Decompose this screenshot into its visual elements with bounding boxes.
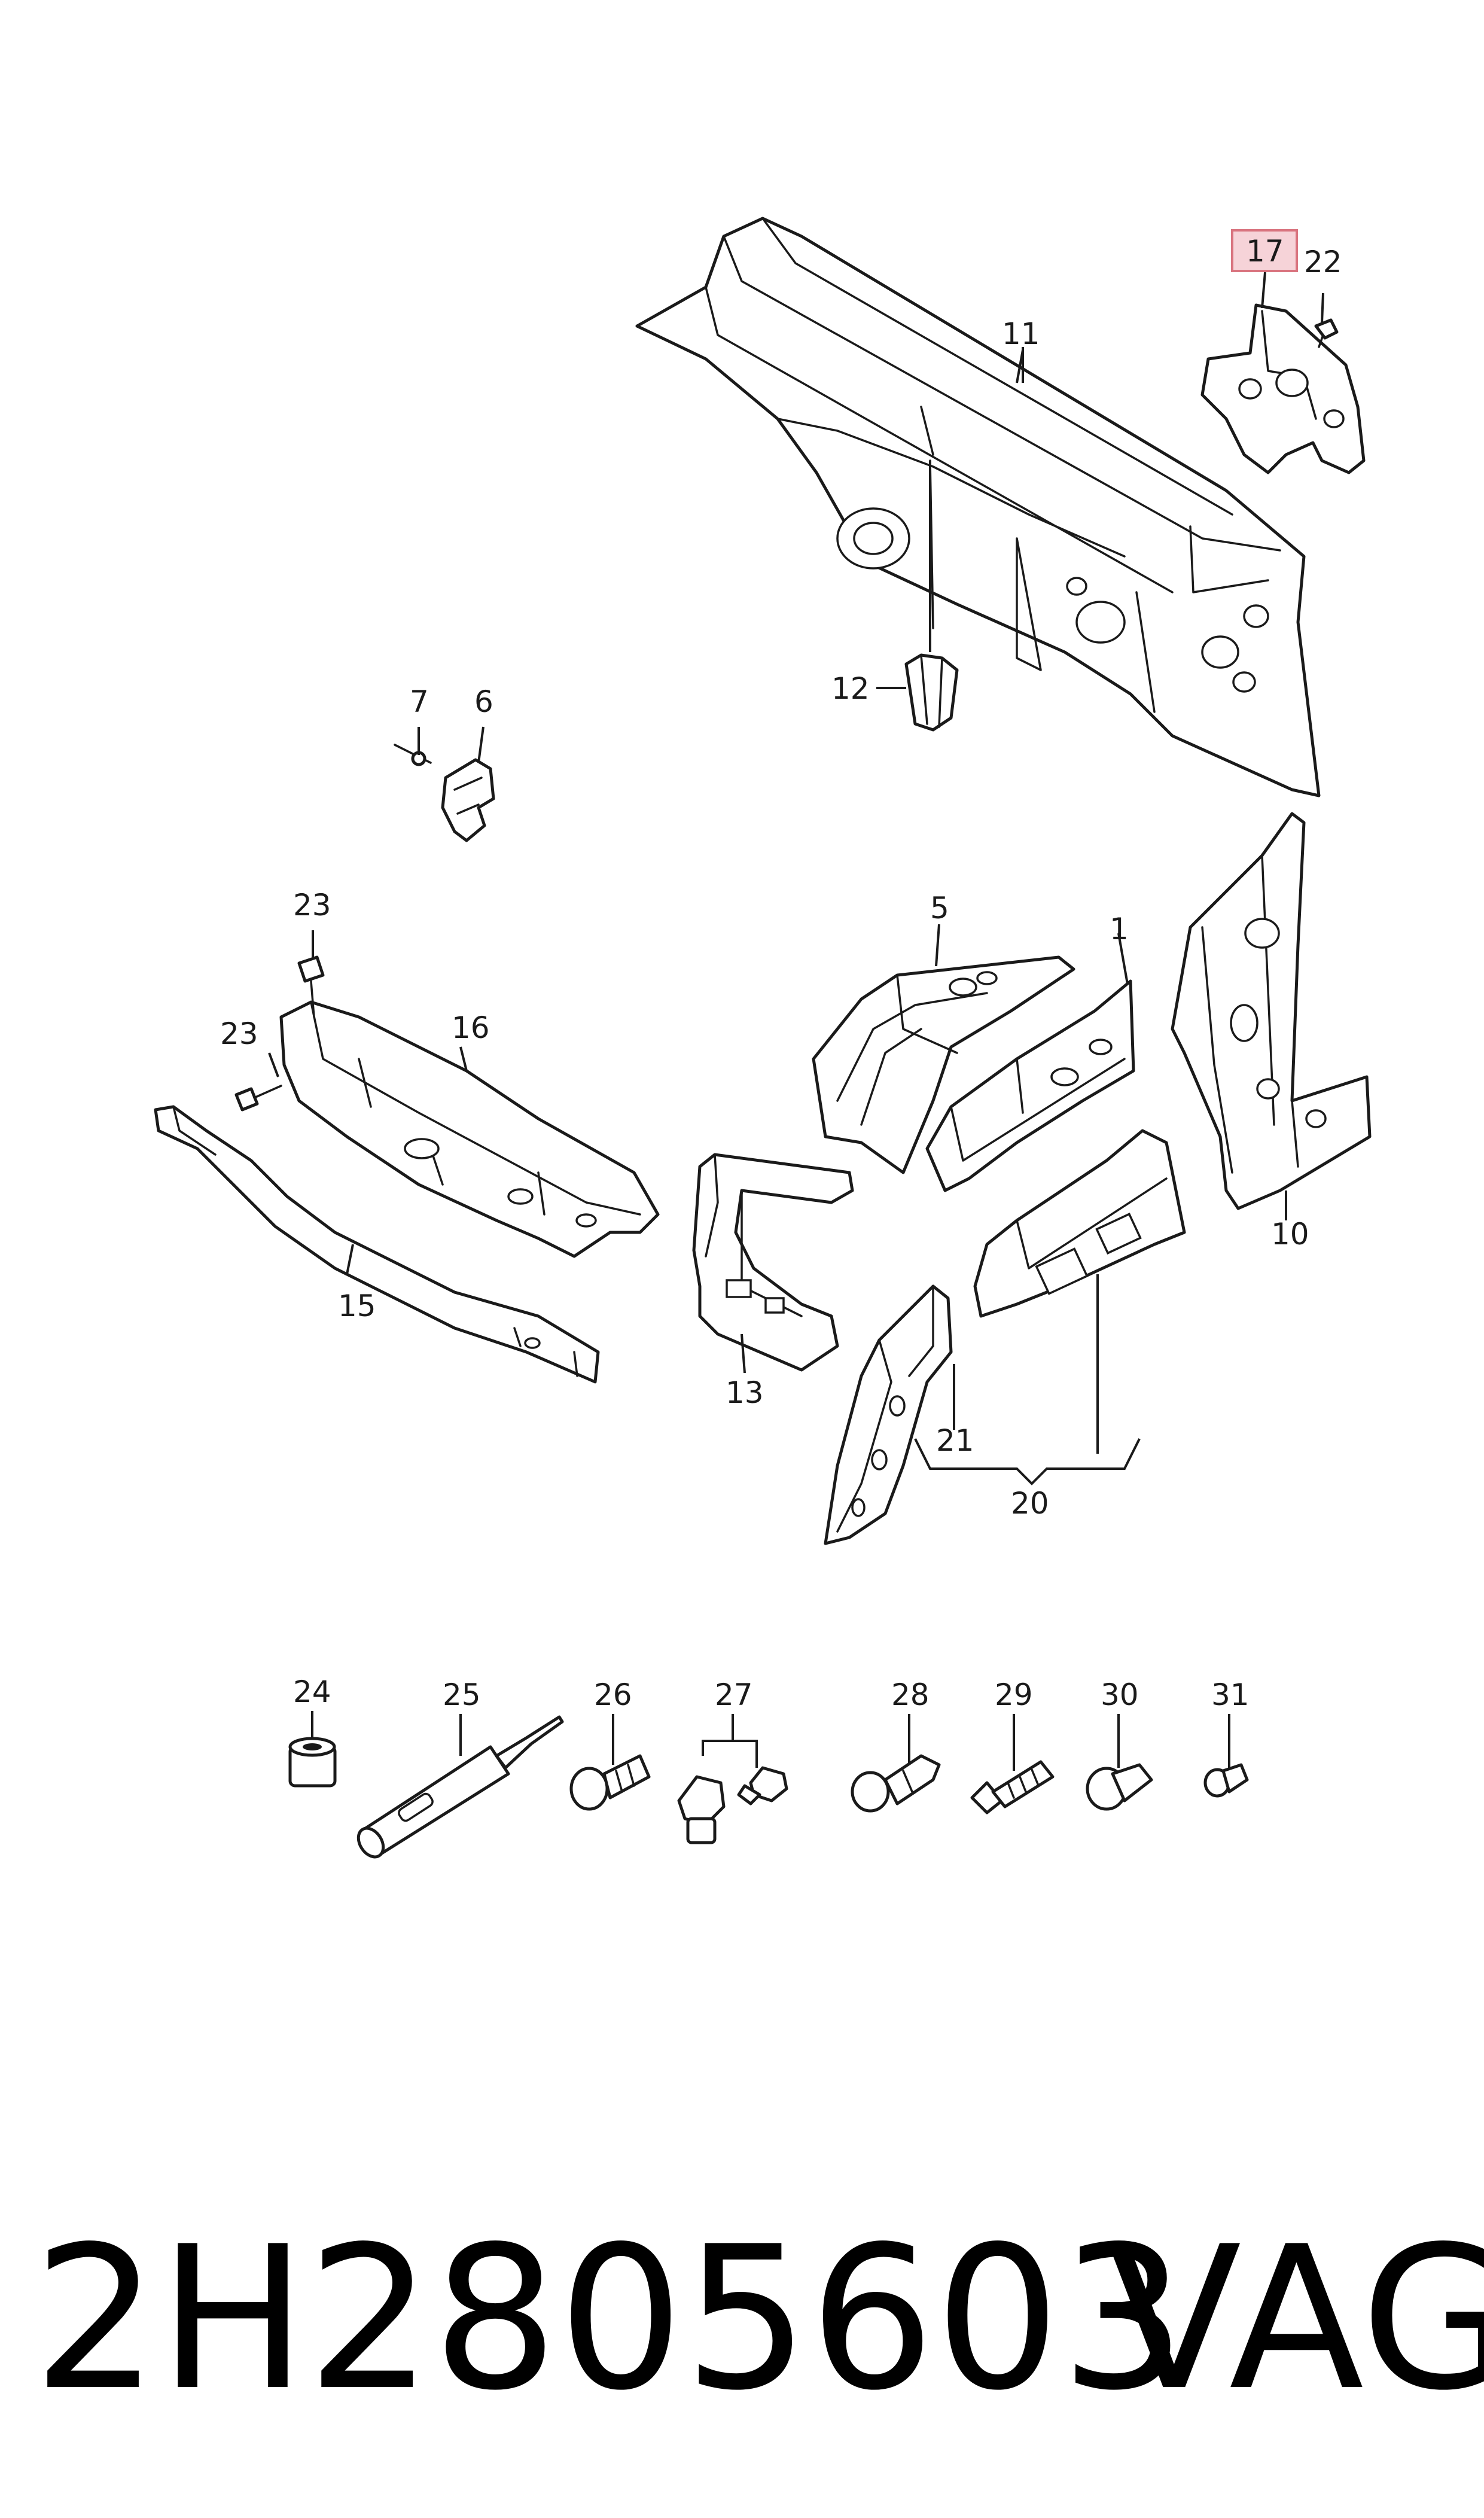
part-12-clip	[904, 653, 959, 732]
part-28-rivet	[851, 1754, 941, 1813]
callout-24: 24	[293, 1674, 331, 1709]
callout-30: 30	[1101, 1677, 1139, 1712]
part-15-rail	[154, 1105, 600, 1384]
part-10-pillar	[1171, 812, 1372, 1210]
part-21-reinforcement	[824, 1284, 953, 1545]
callout-23-upper: 23	[293, 888, 331, 922]
part-1-side-member	[925, 979, 1135, 1192]
part-23-bolt-upper	[297, 955, 325, 1018]
part-29-screw	[970, 1760, 1055, 1814]
callout-labels: 11 17 22 12 7 6 23 23 16 5 1 10 15 13 21…	[220, 234, 1342, 1712]
callout-22: 22	[1304, 245, 1342, 279]
callout-21: 21	[936, 1423, 974, 1458]
highlight-box-17	[1231, 229, 1298, 272]
callout-26: 26	[594, 1677, 632, 1712]
callout-7: 7	[410, 684, 429, 719]
part-26-clip	[569, 1754, 651, 1811]
part-25-tube	[356, 1715, 564, 1859]
part-27-nut	[677, 1775, 726, 1844]
part-6-bracket	[441, 758, 495, 842]
callout-11: 11	[1002, 316, 1040, 351]
brand-label: VAG	[1107, 2204, 1484, 2434]
callout-5: 5	[930, 891, 949, 925]
part-number: 2H2805603	[33, 2204, 1186, 2434]
callout-23-left: 23	[220, 1016, 258, 1051]
callout-28: 28	[891, 1677, 930, 1712]
footer: 2H2805603 VAG	[33, 2204, 1484, 2434]
callout-29: 29	[995, 1677, 1033, 1712]
part-17-bracket	[1200, 303, 1366, 474]
part-31-nut	[1203, 1763, 1249, 1798]
callout-17: 17	[1246, 234, 1284, 269]
leader-lines	[268, 272, 1324, 1771]
part-20-reinforcement	[973, 1129, 1186, 1318]
part-22-screw	[1314, 318, 1339, 348]
part-16-crossmember	[279, 1000, 660, 1258]
callout-12: 12	[831, 671, 870, 706]
callout-16: 16	[452, 1010, 490, 1045]
callout-20: 20	[1011, 1486, 1049, 1521]
part-27-bolt	[737, 1766, 788, 1805]
part-13-bracket	[692, 1153, 854, 1372]
callout-31: 31	[1211, 1677, 1250, 1712]
part-30-plug	[1086, 1763, 1153, 1811]
part-23-bolt-left	[234, 1085, 282, 1112]
part-7-bolt	[394, 744, 432, 766]
part-24-grommet	[288, 1737, 337, 1788]
callout-15: 15	[338, 1289, 376, 1323]
callout-27: 27	[715, 1677, 753, 1712]
callout-13: 13	[726, 1375, 764, 1410]
callout-1: 1	[1110, 912, 1129, 946]
part-11-bulkhead	[635, 217, 1321, 797]
part-5-wheel-arch	[812, 955, 1075, 1174]
callout-10: 10	[1271, 1217, 1309, 1252]
callout-6: 6	[474, 684, 493, 719]
callout-25: 25	[443, 1677, 481, 1712]
